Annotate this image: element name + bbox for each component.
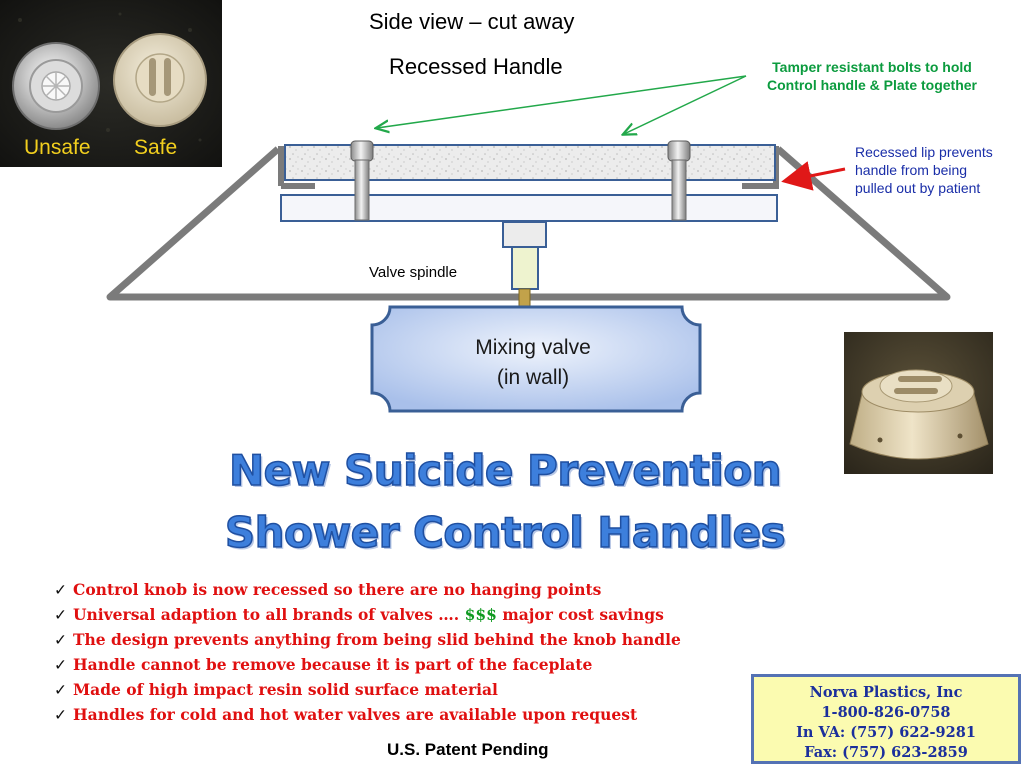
recessed-lip-left [281, 183, 315, 189]
unsafe-caption: Unsafe [24, 136, 91, 159]
tamper-note-line: Control handle & Plate together [766, 77, 977, 93]
bolt-left [350, 140, 374, 221]
check-icon: ✓ [54, 605, 67, 624]
tamper-arrow-right [624, 75, 747, 134]
contact-box: Norva Plastics, Inc 1-800-826-0758 In VA… [751, 674, 1021, 764]
diagram-subtitle: Recessed Handle [389, 54, 563, 79]
company-name: Norva Plastics, Inc [809, 684, 963, 701]
safe-caption: Safe [134, 136, 178, 159]
feature-item: ✓ Made of high impact resin solid surface… [54, 678, 681, 703]
feature-text: Control knob is now recessed so there ar… [73, 580, 602, 599]
tamper-arrow-left [377, 75, 747, 128]
feature-text: Handle cannot be remove because it is pa… [73, 654, 593, 674]
cutaway-diagram [106, 75, 951, 413]
patent-notice: U.S. Patent Pending [387, 740, 549, 759]
comparison-photo-image [0, 0, 222, 167]
feature-text: The design prevents anything from being … [73, 629, 681, 649]
recessed-lip-right [742, 183, 779, 189]
va-phone: In VA: (757) 622-9281 [796, 724, 976, 741]
feature-item: ✓ Handles for cold and hot water valves a… [54, 703, 681, 728]
mixing-valve-box [370, 305, 702, 413]
lip-arrow [781, 161, 846, 191]
feature-text: Handles for cold and hot water valves ar… [73, 704, 638, 724]
feature-item: ✓ Control knob is now recessed so there a… [54, 578, 681, 603]
mixing-valve-label: Mixing valve (in wall) [373, 333, 693, 393]
handle-side-photo [844, 332, 993, 474]
spindle-cap [502, 221, 547, 248]
headline-line1: New Suicide Prevention [228, 445, 782, 496]
tamper-note-line: Tamper resistant bolts to hold [772, 59, 972, 75]
feature-text: major cost savings [496, 604, 664, 624]
check-icon: ✓ [54, 581, 67, 599]
headline-line2: Shower Control Handles [224, 507, 786, 558]
diagram-title: Side view – cut away [369, 9, 575, 34]
lip-note-line: handle from being [855, 162, 968, 178]
check-icon: ✓ [54, 655, 67, 674]
feature-text: Universal adaption to all brands of valv… [73, 604, 465, 624]
fax-number: Fax: (757) 623-2859 [804, 744, 968, 761]
check-icon: ✓ [54, 680, 67, 699]
feature-item: ✓ The design prevents anything from being… [54, 628, 681, 653]
check-icon: ✓ [54, 630, 67, 649]
lip-note-line: pulled out by patient [855, 180, 981, 196]
check-icon: ✓ [54, 705, 67, 724]
spindle-shaft [511, 246, 539, 290]
mixing-valve-line: Mixing valve [475, 336, 591, 359]
tamper-bolts-note: Tamper resistant bolts to hold Control h… [744, 58, 1000, 94]
toll-free-phone: 1-800-826-0758 [821, 704, 951, 721]
mixing-valve-line: (in wall) [496, 366, 570, 389]
cost-savings-symbol: $$$ [464, 604, 497, 624]
feature-item: ✓ Universal adaption to all brands of val… [54, 603, 681, 628]
feature-list: ✓ Control knob is now recessed so there a… [54, 578, 681, 727]
valve-spindle-label: Valve spindle [369, 264, 458, 281]
recessed-lip-note: Recessed lip prevents handle from being … [855, 143, 1023, 197]
feature-text: Made of high impact resin solid surface … [73, 679, 498, 699]
comparison-photo: Unsafe Safe [0, 0, 222, 167]
handle-side-photo-image [844, 332, 993, 474]
bolt-right [667, 140, 691, 221]
spindle-tip [518, 288, 531, 308]
lip-note-line: Recessed lip prevents [855, 144, 993, 160]
feature-item: ✓ Handle cannot be remove because it is p… [54, 653, 681, 678]
